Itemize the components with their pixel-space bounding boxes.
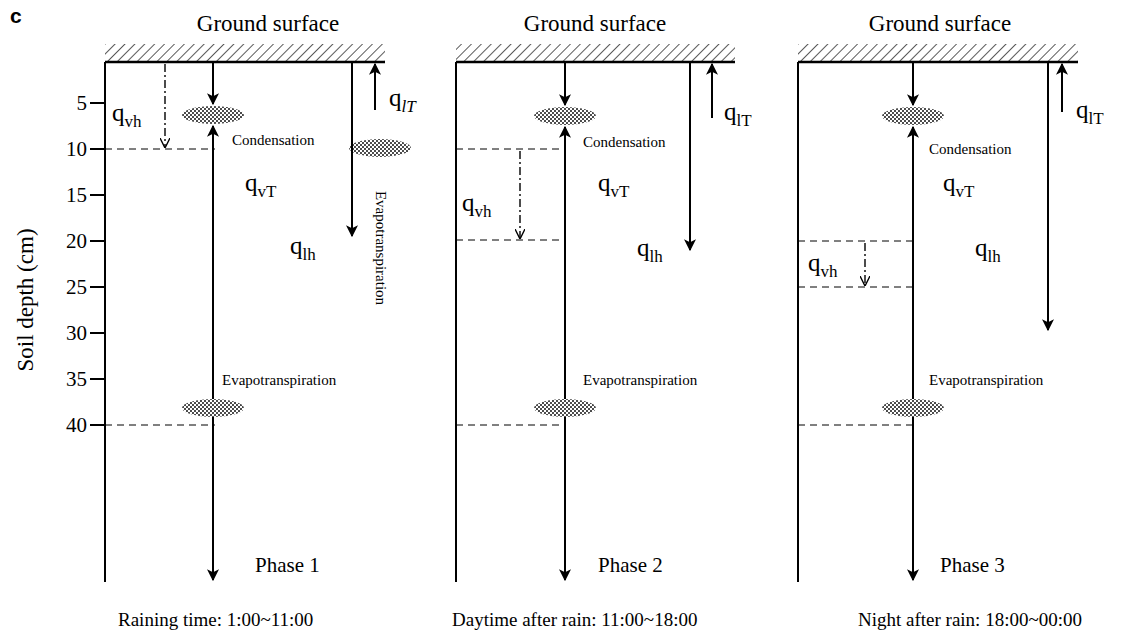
flux-symbol: qlT [1076, 96, 1104, 125]
stipple-zone [182, 399, 244, 417]
flux-arrow [1061, 64, 1063, 112]
flux-symbol: qvT [245, 169, 276, 198]
ground-surface-line [105, 61, 385, 64]
process-label: Evapotranspiration [929, 372, 1043, 389]
flux-symbol: qvh [462, 189, 492, 218]
flux-symbol: qlT [724, 98, 752, 127]
phase-label: Phase 2 [598, 553, 663, 577]
stipple-zone [182, 106, 244, 124]
axis-tick [90, 194, 105, 196]
tick-label: 5 [77, 91, 88, 115]
tick-label: 35 [66, 367, 87, 391]
depth-marker [456, 240, 565, 241]
process-label: Condensation [929, 141, 1012, 158]
phase-label: Phase 3 [940, 553, 1005, 577]
process-label: Condensation [583, 134, 666, 151]
flux-arrow [711, 64, 713, 118]
depth-marker [105, 149, 215, 150]
flux-symbol: qvT [598, 169, 629, 198]
process-label: Evapotranspiration [371, 191, 388, 305]
tick-label: 40 [66, 413, 87, 437]
flux-arrow [564, 62, 566, 105]
flux-arrow [212, 417, 214, 580]
depth-marker [456, 149, 565, 150]
depth-marker [798, 425, 913, 426]
axis-tick [90, 240, 105, 242]
tick-label: 30 [66, 321, 87, 345]
stipple-zone [349, 139, 411, 157]
flux-symbol: qlh [290, 232, 316, 261]
vapor-flux-arrow [164, 64, 165, 147]
tick-label: 20 [66, 229, 87, 253]
flux-symbol: qvh [112, 99, 142, 128]
vapor-flux-arrow [864, 243, 865, 285]
flux-symbol: qvh [808, 249, 838, 278]
process-label: Evapotranspiration [222, 372, 336, 389]
ground-hatch [798, 44, 1078, 61]
axis-tick [90, 102, 105, 104]
flux-arrow [912, 62, 914, 105]
axis-title: Soil depth (cm) [13, 228, 39, 371]
depth-axis [104, 62, 106, 582]
flux-arrow [1047, 62, 1049, 330]
flux-symbol: qlT [389, 84, 416, 113]
axis-tick [90, 332, 105, 334]
ground-surface-line [456, 61, 735, 64]
surface-label: Ground surface [869, 11, 1011, 37]
process-label: Condensation [232, 132, 315, 149]
axis-tick [90, 378, 105, 380]
depth-marker [798, 241, 913, 242]
flux-arrow [351, 62, 353, 236]
surface-label: Ground surface [197, 11, 339, 37]
vapor-flux-arrow [519, 151, 520, 238]
tick-label: 10 [66, 137, 87, 161]
phase-caption: Daytime after rain: 11:00~18:00 [452, 609, 697, 631]
stipple-zone [882, 399, 944, 417]
stipple-zone [534, 399, 596, 417]
ground-surface-line [798, 61, 1078, 64]
flux-arrow [564, 127, 566, 399]
panel-letter: c [10, 4, 22, 28]
flux-arrow [912, 417, 914, 580]
axis-tick [90, 424, 105, 426]
flux-arrow [912, 127, 914, 399]
stipple-zone [882, 107, 944, 125]
depth-marker [456, 425, 565, 426]
flux-arrow [564, 417, 566, 580]
flux-arrow [689, 62, 691, 250]
axis-tick [90, 148, 105, 150]
phase-label: Phase 1 [255, 553, 320, 577]
flux-symbol: qvT [943, 169, 974, 198]
process-label: Evapotranspiration [583, 372, 697, 389]
surface-label: Ground surface [524, 11, 666, 37]
tick-label: 15 [66, 183, 87, 207]
ground-hatch [105, 44, 385, 61]
phase-caption: Raining time: 1:00~11:00 [118, 609, 313, 631]
flux-arrow [374, 64, 376, 110]
phase-caption: Night after rain: 18:00~00:00 [858, 609, 1082, 631]
flux-arrow [212, 62, 214, 104]
depth-marker [798, 287, 913, 288]
depth-axis [797, 62, 799, 582]
ground-hatch [456, 44, 735, 61]
stipple-zone [534, 107, 596, 125]
depth-axis [455, 62, 457, 582]
axis-tick [90, 286, 105, 288]
flux-arrow [212, 126, 214, 399]
depth-marker [105, 425, 215, 426]
tick-label: 25 [66, 275, 87, 299]
flux-symbol: qlh [975, 234, 1001, 263]
flux-symbol: qlh [637, 234, 663, 263]
